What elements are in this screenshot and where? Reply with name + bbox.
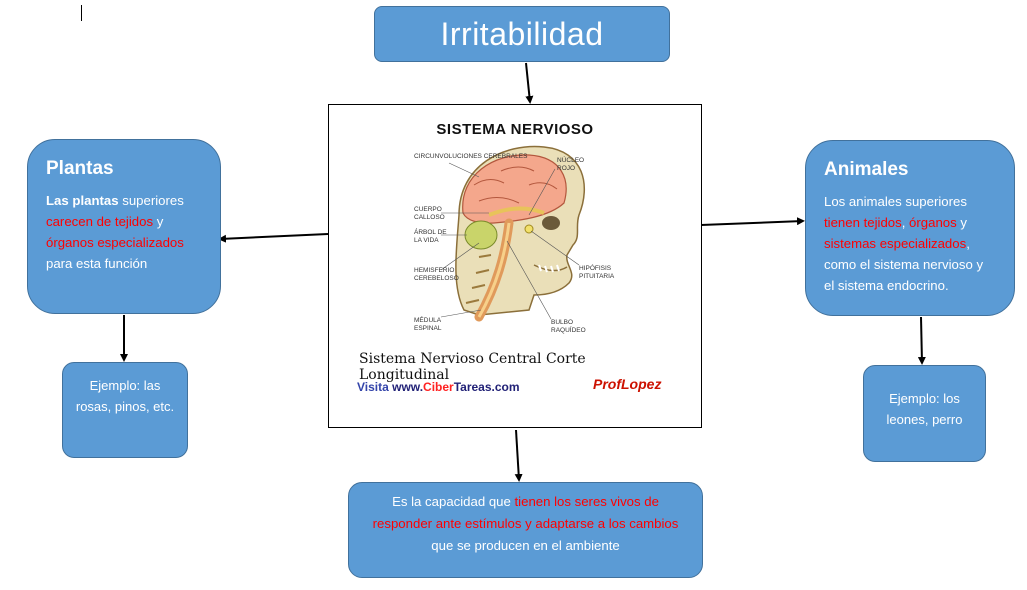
definition-text: Es la capacidad que tienen los seres viv… — [372, 494, 679, 553]
label-hemisferio-cerebeloso: HEMISFERIO CEREBELOSO — [414, 267, 459, 282]
diagram-title: Irritabilidad — [440, 15, 604, 52]
animals-heading: Animales — [824, 159, 909, 180]
animals-example-box: Ejemplo: los leones, perro — [863, 365, 986, 462]
arrow-figure-to-animals — [700, 217, 805, 226]
figure-logo: ProfLopez — [593, 376, 662, 392]
plants-text: Las plantas superiores carecen de tejido… — [46, 193, 184, 271]
plants-example-box: Ejemplo: las rosas, pinos, etc. — [62, 362, 188, 458]
head-illustration — [440, 145, 586, 322]
arrow-title-to-figure — [525, 62, 534, 104]
label-medula-espinal: MÉDULA ESPINAL — [414, 317, 442, 332]
label-circunvoluciones: CIRCUNVOLUCIONES CEREBRALES — [414, 153, 528, 160]
label-cuerpo-calloso: CUERPO CALLOSO — [414, 206, 445, 221]
label-hipofisis: HIPÓFISIS PITUITARIA — [579, 265, 615, 280]
text-cursor — [81, 5, 82, 21]
label-arbol-de-la-vida: ÁRBOL DE LA VIDA — [414, 229, 447, 244]
nervous-system-figure: SISTEMA NERVIOSO — [328, 104, 702, 428]
plants-example-text: Ejemplo: las rosas, pinos, etc. — [75, 378, 175, 414]
label-bulbo-raquideo: BULBO RAQUÍDEO — [551, 319, 586, 334]
title-box: Irritabilidad — [374, 6, 670, 62]
figure-title: SISTEMA NERVIOSO — [436, 121, 594, 138]
arrow-figure-to-plants — [218, 233, 329, 243]
animals-text: Los animales superiores tienen tejidos, … — [824, 194, 984, 293]
arrow-animals-to-example — [917, 316, 926, 365]
animals-example-text: Ejemplo: los leones, perro — [886, 391, 963, 427]
label-nucleo-rojo: NÚCLEO ROJO — [557, 157, 585, 172]
figure-visit-text: Visita www.CiberTareas.com — [357, 380, 520, 394]
definition-box: Es la capacidad que tienen los seres viv… — [348, 482, 703, 578]
plants-box: Plantas Las plantas superiores carecen d… — [27, 139, 221, 314]
animals-box: Animales Los animales superiores tienen … — [805, 140, 1015, 316]
plants-heading: Plantas — [46, 158, 114, 179]
arrow-figure-to-definition — [514, 429, 523, 482]
figure-caption: Sistema Nervioso Central Corte Longitudi… — [359, 351, 586, 383]
